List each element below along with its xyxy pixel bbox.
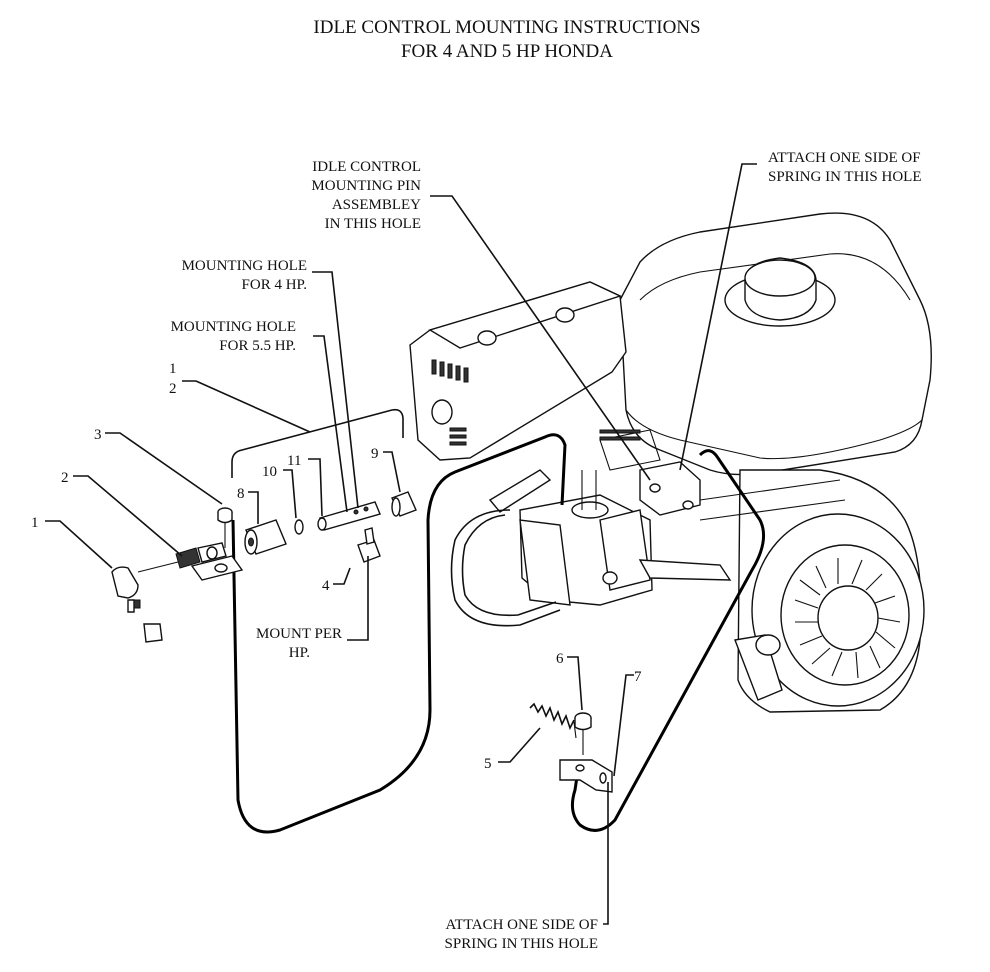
callout-pin-assembly-line-2: MOUNTING PIN	[311, 178, 421, 194]
engine-illustration	[409, 212, 932, 713]
group-bracket	[231, 408, 404, 478]
callout-mount-per: MOUNT PER HP.	[256, 626, 342, 661]
part-number-11: 11	[287, 453, 301, 469]
callout-spring-bottom: ATTACH ONE SIDE OF SPRING IN THIS HOLE	[445, 917, 598, 952]
idle-control-cable	[231, 433, 567, 834]
part-3-screw	[217, 507, 233, 548]
part-9-nut	[391, 491, 417, 517]
callout-hole-55hp: MOUNTING HOLE FOR 5.5 HP.	[171, 319, 296, 354]
fuel-tank	[619, 212, 932, 476]
callout-pin-assembly-line-4: IN THIS HOLE	[325, 216, 421, 232]
callout-spring-bottom-line-2: SPRING IN THIS HOLE	[445, 936, 598, 952]
part-number-8: 8	[237, 486, 245, 502]
part-number-labels: 1 2 3 1 2 8 10 11 9 4 5 6 7	[31, 361, 642, 772]
part-4-stud	[357, 527, 381, 563]
fuel-cap	[724, 257, 836, 327]
callout-spring-top-line-1: ATTACH ONE SIDE OF	[768, 150, 921, 166]
part-7-bracket	[559, 759, 613, 793]
spring-return-cable	[570, 449, 766, 832]
group-number-top: 1	[169, 361, 177, 377]
leader-lines	[45, 163, 757, 925]
callout-hole-55hp-line-1: MOUNTING HOLE	[171, 319, 296, 335]
part-10-o-ring	[294, 519, 304, 535]
part-number-6: 6	[556, 651, 564, 667]
part-1-elbow	[111, 566, 163, 643]
title-line-1: IDLE CONTROL MOUNTING INSTRUCTIONS	[313, 17, 700, 38]
part-number-9: 9	[371, 446, 379, 462]
part-number-5: 5	[484, 756, 492, 772]
part-5-spring	[529, 702, 577, 739]
callout-hole-4hp-line-1: MOUNTING HOLE	[182, 258, 307, 274]
callout-pin-assembly-line-1: IDLE CONTROL	[312, 159, 421, 175]
callout-hole-55hp-line-2: FOR 5.5 HP.	[219, 338, 296, 354]
callout-pin-assembly-line-3: ASSEMBLEY	[332, 197, 421, 213]
callout-pin-assembly: IDLE CONTROL MOUNTING PIN ASSEMBLEY IN T…	[311, 159, 421, 232]
part-8-barrel	[244, 519, 287, 555]
part-6-bolt	[574, 712, 592, 755]
exploded-parts	[111, 491, 613, 793]
callout-mount-per-line-2: HP.	[289, 645, 310, 661]
callout-spring-bottom-line-1: ATTACH ONE SIDE OF	[445, 917, 598, 933]
group-number-bottom: 2	[169, 381, 177, 397]
callout-hole-4hp-line-2: FOR 4 HP.	[242, 277, 307, 293]
callout-spring-top: ATTACH ONE SIDE OF SPRING IN THIS HOLE	[768, 150, 921, 185]
part-number-10: 10	[262, 464, 277, 480]
part-number-2: 2	[61, 470, 69, 486]
fuel-line	[450, 509, 561, 627]
callout-mount-per-line-1: MOUNT PER	[256, 626, 342, 642]
air-cleaner	[409, 281, 627, 461]
callout-spring-top-line-2: SPRING IN THIS HOLE	[768, 169, 921, 185]
part-number-7: 7	[634, 669, 642, 685]
callout-hole-4hp: MOUNTING HOLE FOR 4 HP.	[182, 258, 307, 293]
part-number-1: 1	[31, 515, 39, 531]
part-number-4: 4	[322, 578, 330, 594]
carburetor	[488, 429, 661, 606]
part-number-3: 3	[94, 427, 102, 443]
title-line-2: FOR 4 AND 5 HP HONDA	[401, 41, 613, 62]
part-2-adjuster	[137, 542, 244, 581]
part-11-pin	[317, 501, 381, 531]
recoil-starter	[734, 513, 925, 707]
